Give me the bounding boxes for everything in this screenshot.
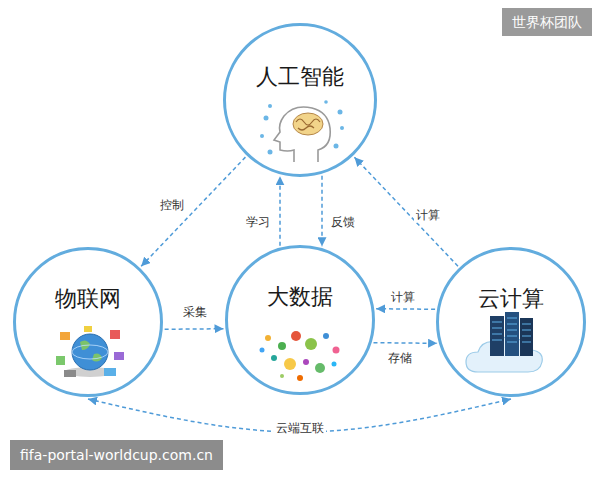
dashed-connector — [373, 342, 437, 344]
edge-label: 计算 — [389, 290, 417, 305]
edge-label: 学习 — [244, 215, 272, 230]
circle-border — [15, 249, 162, 396]
cloud-server-icon — [466, 312, 542, 372]
node-title: 人工智能 — [223, 64, 377, 90]
node-title: 物联网 — [13, 286, 163, 312]
watermark-badge: 世界杯团队 — [502, 8, 592, 36]
edge-label: 计算 — [414, 208, 442, 223]
circle-outline — [13, 247, 163, 397]
dashed-connector — [321, 176, 323, 247]
edge-label: 存储 — [386, 351, 414, 366]
node-title: 云计算 — [436, 286, 586, 312]
circle-outline — [436, 247, 586, 397]
concept-circle: 云计算 — [436, 247, 586, 397]
dashed-connector — [141, 157, 245, 266]
iot-globe-icon — [56, 326, 124, 377]
circle-outline — [225, 245, 375, 395]
concept-circle: 物联网 — [13, 247, 163, 397]
edge-label: 控制 — [158, 198, 186, 213]
circle-border — [225, 25, 376, 176]
concept-circle: 大数据 — [225, 245, 375, 395]
concept-circle: 人工智能 — [223, 23, 377, 177]
big-data-dots — [260, 331, 340, 381]
dashed-connector — [165, 328, 224, 330]
dashed-connector — [279, 176, 281, 245]
dashed-connector — [354, 157, 458, 266]
circle-border — [227, 247, 374, 394]
edge-label: 反馈 — [329, 215, 357, 230]
circle-outline — [223, 23, 377, 177]
ai-head-icon — [260, 100, 344, 162]
node-title: 大数据 — [225, 284, 375, 310]
watermark-url: fifa-portal-worldcup.com.cn — [10, 440, 223, 470]
edge-label: 采集 — [181, 305, 209, 320]
circle-border — [438, 249, 585, 396]
dashed-connector — [376, 308, 435, 310]
edge-label: 云端互联 — [274, 421, 326, 436]
